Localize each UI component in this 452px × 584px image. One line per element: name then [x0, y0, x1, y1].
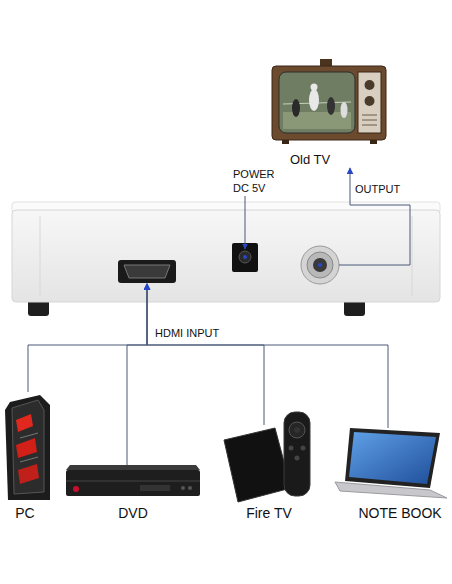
power-jack-hole	[239, 251, 251, 263]
device-node: Fire TV	[220, 425, 318, 522]
coax-port-hole	[313, 258, 327, 272]
remote-button	[301, 446, 306, 451]
remote-button	[289, 446, 294, 451]
dvd-illustration	[66, 465, 200, 496]
node-label: Old TV	[290, 151, 330, 168]
dvd-display	[140, 485, 170, 491]
dvd-tray-line	[66, 481, 200, 482]
tv-leg	[370, 140, 377, 144]
converter-body	[12, 210, 440, 302]
device-node: NOTE BOOK	[350, 428, 450, 522]
coax-port	[301, 246, 339, 284]
tv-player	[327, 97, 335, 115]
hdmi-port	[118, 260, 176, 283]
node-label: NOTE BOOK	[358, 504, 441, 522]
connector-line	[350, 168, 410, 207]
tv-cabinet	[272, 66, 386, 140]
power-leader-line	[245, 196, 246, 249]
fire-tv-box	[224, 428, 291, 502]
dvd-body	[66, 470, 200, 496]
callout-label: HDMI INPUT	[155, 327, 219, 340]
tv-knob	[365, 80, 375, 90]
node-label: POWER DC 5V	[233, 167, 285, 195]
pc-illustration	[5, 395, 50, 500]
fire-tv-remote	[284, 412, 310, 496]
connector-line	[147, 284, 388, 428]
tv-player	[311, 84, 318, 91]
output-leader-line	[339, 207, 410, 265]
node-label: Fire TV	[246, 504, 292, 522]
notebook-screen	[349, 432, 436, 484]
tv-screen	[279, 72, 355, 133]
dvd-button	[181, 486, 185, 490]
remote-ring	[289, 422, 305, 438]
connector-line	[28, 284, 147, 392]
pc-vent	[20, 457, 38, 462]
tv-leg	[282, 140, 289, 144]
notebook-lid	[345, 428, 440, 488]
hdmi-port-socket	[124, 265, 170, 278]
device-node: PC	[0, 392, 50, 522]
tv-node: Old TV	[272, 62, 388, 168]
remote-button	[295, 456, 300, 461]
tv-grille	[362, 125, 377, 126]
tv-player	[309, 89, 319, 111]
node-label: DVD	[118, 504, 148, 522]
remote-button	[294, 427, 300, 433]
dvd-button	[188, 486, 192, 490]
tv-grille	[362, 120, 377, 121]
fire-tv-illustration	[224, 412, 310, 502]
converter-node: POWER DC 5V	[12, 207, 440, 284]
tv-knob	[365, 96, 375, 106]
tv-antenna	[320, 59, 332, 66]
converter-illustration	[12, 202, 440, 316]
dvd-top	[66, 465, 200, 470]
converter-seam	[412, 216, 413, 296]
coax-port-ring	[307, 252, 333, 278]
pc-front-panel	[12, 400, 44, 494]
pc-light	[16, 414, 33, 432]
pc-case	[5, 395, 50, 500]
pc-light	[16, 438, 37, 458]
coax-port-pin	[318, 263, 322, 267]
connector-label: OUTPUT	[355, 183, 400, 196]
tv-control-panel	[358, 72, 381, 133]
pc-light	[18, 464, 39, 484]
pc-vent	[20, 433, 38, 438]
tv-grille	[362, 115, 377, 116]
node-label: PC	[15, 504, 34, 522]
power-jack-pin	[243, 255, 247, 259]
tv-player	[341, 102, 348, 118]
device-node: DVD	[62, 465, 204, 522]
notebook-base	[335, 482, 447, 498]
tv-field	[283, 112, 351, 129]
notebook-illustration	[335, 428, 447, 498]
connector-line	[127, 284, 147, 465]
converter-seam	[40, 216, 41, 296]
dvd-logo-mark	[73, 486, 79, 492]
tv-player	[292, 99, 300, 117]
connector-line	[147, 284, 264, 425]
old-tv-illustration	[272, 59, 386, 144]
